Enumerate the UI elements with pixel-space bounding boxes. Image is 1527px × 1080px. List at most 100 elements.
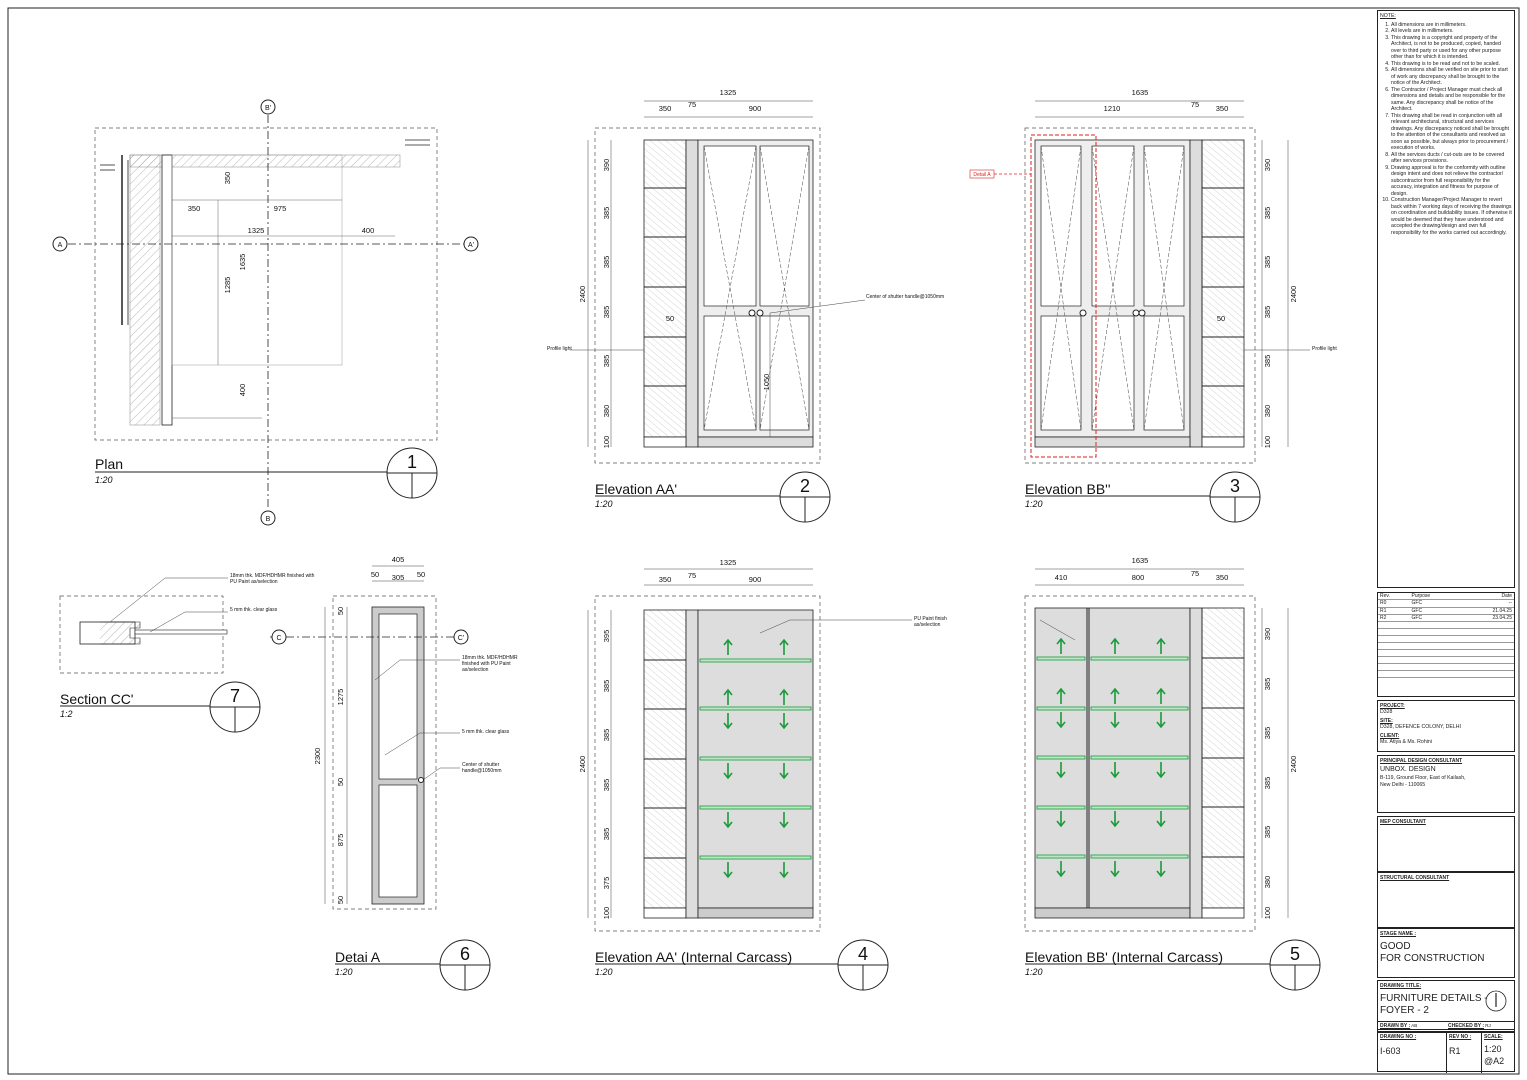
bb-side-6: 380 [1263, 405, 1272, 418]
section-cc-title: Section CC' [60, 691, 133, 707]
stage-line-1: GOOD [1380, 941, 1411, 953]
elev-bb-number: 3 [1230, 476, 1240, 496]
aa-side-2: 385 [602, 207, 611, 220]
bb-side-2: 385 [1263, 207, 1272, 220]
scale-label: SCALE: [1484, 1034, 1503, 1040]
note-item: This drawing is a copyright and property… [1391, 35, 1512, 61]
bbi-side-5: 385 [1263, 826, 1272, 839]
note-item: All the services ducts / cut-outs are to… [1391, 152, 1512, 165]
bb-side-7: 100 [1263, 436, 1272, 449]
bbi-side-6: 380 [1263, 876, 1272, 889]
bb-dim-350: 350 [1216, 104, 1229, 113]
note-item: All levels are in millimeters. [1391, 28, 1512, 35]
date-cell: 23.04.25 [1460, 614, 1514, 623]
elev-bb-scale: 1:20 [1025, 499, 1043, 509]
da-overall: 2300 [313, 748, 322, 765]
elev-bb-int-scale: 1:20 [1025, 967, 1043, 977]
scale-value-2: @A2 [1484, 1055, 1505, 1066]
aai-side-5: 385 [602, 828, 611, 841]
purpose-cell: GFC [1409, 614, 1461, 623]
elev-aa-title: Elevation AA' [595, 481, 677, 497]
date-cell: -- [1460, 599, 1514, 608]
aa-dim-900: 900 [749, 104, 762, 113]
elev-aa-int-scale: 1:20 [595, 967, 613, 977]
pdc-address-2: New Delhi - 110065 [1380, 781, 1426, 788]
drawn-by-value: AB [1411, 1023, 1418, 1028]
elev-aa-int-title: Elevation AA' (Internal Carcass) [595, 949, 792, 965]
stage-line-2: FOR CONSTRUCTION [1380, 953, 1485, 965]
cc-note-mdf: 18mm thk. MDF/HDHMR finished with PU Pai… [230, 573, 315, 585]
pdc-label: PRINCIPAL DESIGN CONSULTANT [1380, 758, 1463, 764]
aai-dim-overall: 1325 [720, 558, 737, 567]
site-label: SITE: [1380, 717, 1393, 724]
aa-note-handle: Center of shutter handle@1050mm [866, 294, 945, 300]
bbi-dim-overall: 1635 [1132, 556, 1149, 565]
note-item: This drawing is to be read and not to be… [1391, 61, 1512, 68]
note-item: The Contractor / Project Manager must ch… [1391, 87, 1512, 113]
bb-overall-height: 2400 [1289, 286, 1298, 303]
elev-bb-int-title: Elevation BB' (Internal Carcass) [1025, 949, 1223, 965]
mep-panel: MEP CONSULTANT [1377, 816, 1515, 872]
drawn-by-label: DRAWN BY : [1380, 1023, 1411, 1029]
bb-side-4: 385 [1263, 306, 1272, 319]
purpose-cell: GFC [1409, 607, 1461, 615]
notes-heading: NOTE: [1380, 13, 1396, 19]
title-block: NOTE: All dimensions are in millimeters.… [1377, 10, 1515, 1073]
drawing-no-label: DRAWING NO : [1380, 1034, 1417, 1040]
date-cell: 21.04.25 [1460, 607, 1514, 615]
section-cc-scale: 1:2 [60, 709, 73, 719]
grid-a2-label: A' [468, 242, 474, 249]
purpose-cell: GFC [1409, 599, 1461, 608]
aai-overall-height: 2400 [578, 756, 587, 773]
note-item: This drawing shall be read in conjunctio… [1391, 113, 1512, 152]
checked-by-value: RJ [1485, 1023, 1491, 1028]
elev-bb-title: Elevation BB'' [1025, 481, 1111, 497]
rev-no-label: REV NO : [1449, 1034, 1472, 1040]
rev-col-header: Rev. [1378, 593, 1410, 601]
aai-note-pu: PU Paint finish as/selection [914, 616, 947, 628]
aai-dim-350: 350 [659, 575, 672, 584]
aai-dim-900: 900 [749, 575, 762, 584]
bb-dim-50: 50 [1217, 314, 1225, 323]
plan-scale: 1:20 [95, 475, 113, 485]
aai-side-7: 100 [602, 907, 611, 920]
plan-dim-1285: 1285 [223, 277, 232, 294]
bb-note-profile: Profile light [1312, 346, 1337, 352]
view-titles [60, 447, 1321, 991]
aa-side-1: 390 [602, 159, 611, 172]
plan-dim-975: 975 [274, 204, 287, 213]
da-side-5: 50 [336, 896, 345, 904]
bbi-dim-350: 350 [1216, 573, 1229, 582]
bbi-side-2: 385 [1263, 678, 1272, 691]
aai-side-4: 385 [602, 779, 611, 792]
bbi-overall-height: 2400 [1289, 756, 1298, 773]
bbi-side-4: 385 [1263, 777, 1272, 790]
revision-table: Rev. Purpose Date R0 GFC -- R1 GFC 21.04… [1378, 593, 1514, 678]
section-cc-drawing [59, 577, 228, 674]
stage-panel: STAGE NAME : GOOD FOR CONSTRUCTION [1377, 928, 1515, 978]
notes-panel: NOTE: All dimensions are in millimeters.… [1377, 10, 1515, 588]
checked-by-label: CHECKED BY : [1448, 1023, 1485, 1029]
bb-side-5: 385 [1263, 355, 1272, 368]
aa-side-5: 385 [602, 355, 611, 368]
bb-dim-75: 75 [1191, 100, 1199, 109]
elev-aa-number: 2 [800, 476, 810, 496]
section-cc-number: 7 [230, 686, 240, 706]
pdc-panel: PRINCIPAL DESIGN CONSULTANT UNBOX. DESIG… [1377, 755, 1515, 813]
grid-c2-label: C' [458, 635, 464, 642]
detail-a-scale: 1:20 [335, 967, 353, 977]
aa-side-3: 385 [602, 256, 611, 269]
detail-a-number: 6 [460, 944, 470, 964]
grid-a-label: A [58, 242, 63, 249]
mep-label: MEP CONSULTANT [1380, 819, 1426, 825]
elevation-aa-internal-drawing [587, 568, 912, 932]
aa-dim-overall: 1325 [720, 88, 737, 97]
da-side-1: 50 [336, 607, 345, 615]
drawing-number-row: DRAWING NO : I-603 REV NO : R1 SCALE: 1:… [1377, 1032, 1515, 1073]
aa-dim-75: 75 [688, 100, 696, 109]
detail-a-drawing [270, 565, 469, 910]
da-note-handle: Center of shutter handle@1050mm [462, 762, 502, 774]
revision-panel: Rev. Purpose Date R0 GFC -- R1 GFC 21.04… [1377, 592, 1515, 697]
purpose-col-header: Purpose [1409, 593, 1461, 601]
project-panel: PROJECT: D328 SITE: D328, DEFENCE COLONY… [1377, 700, 1515, 752]
